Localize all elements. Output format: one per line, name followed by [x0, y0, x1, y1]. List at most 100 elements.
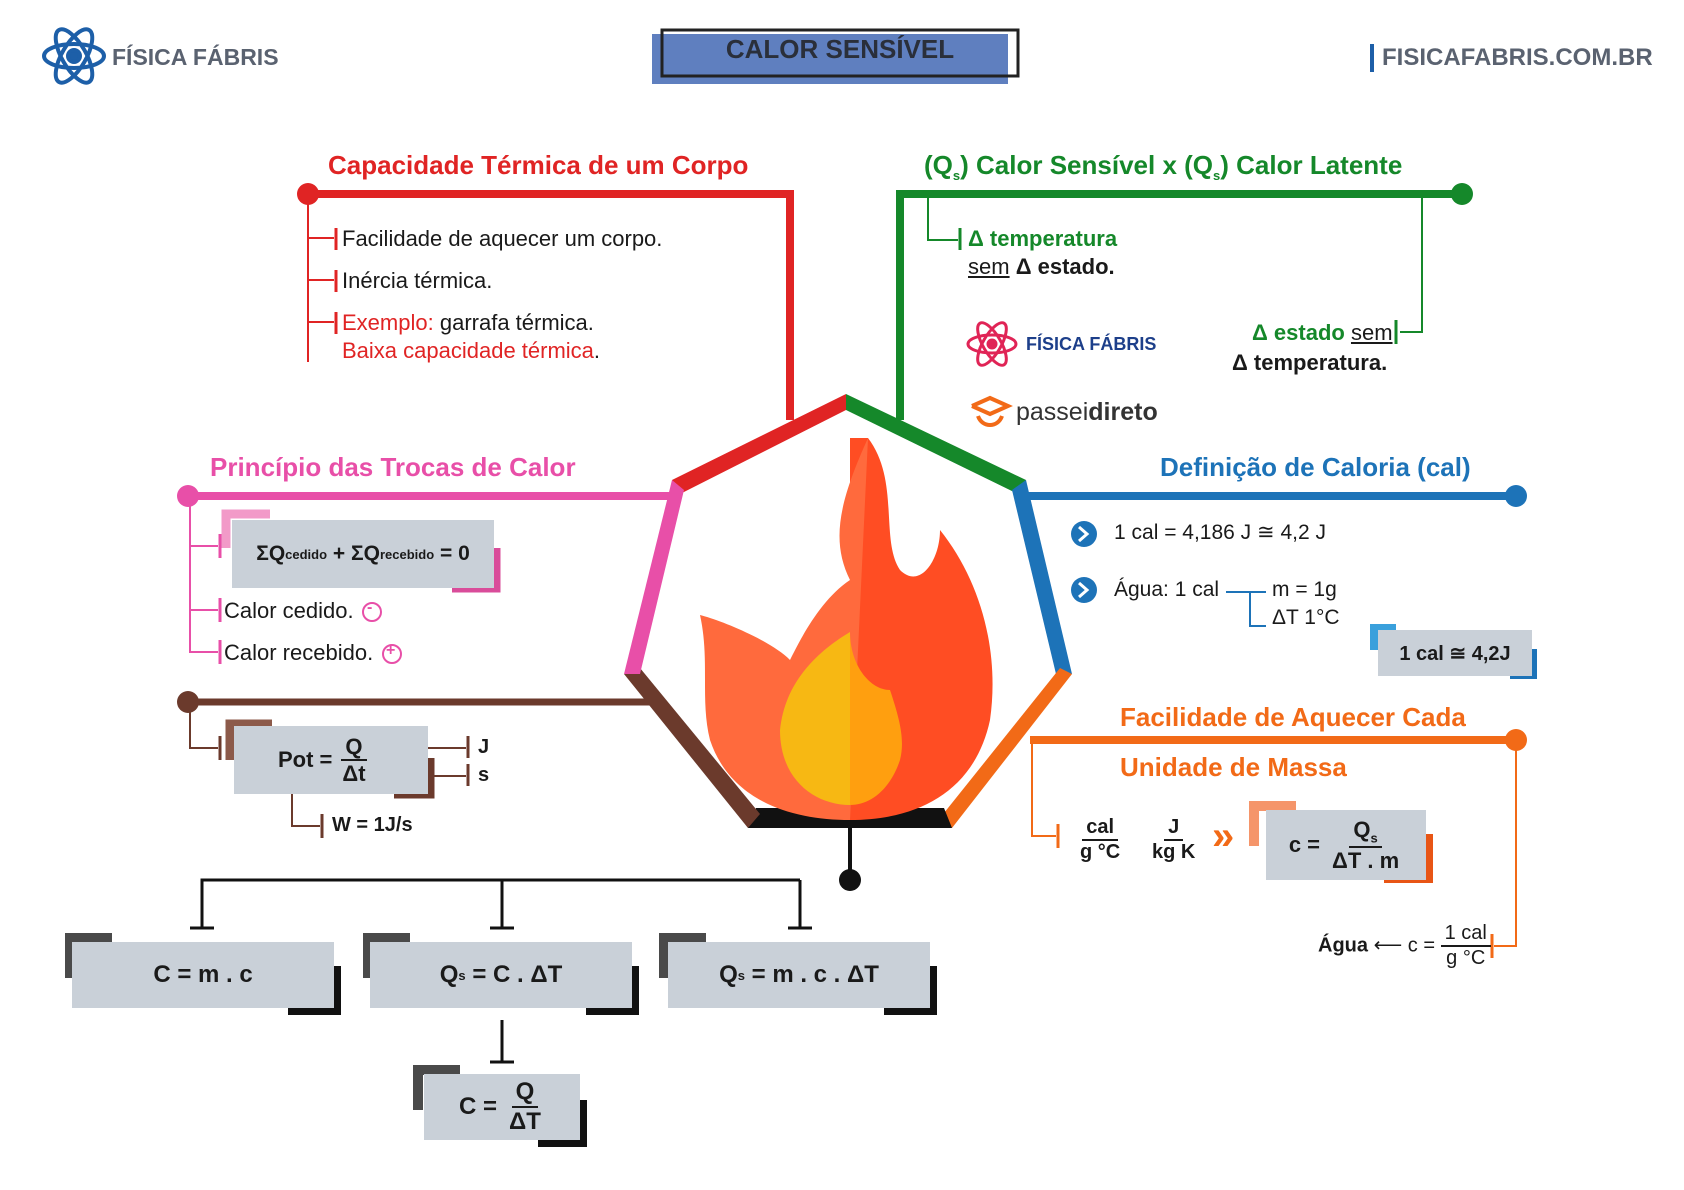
fisica-fabris-logo-text: FÍSICA FÁBRIS: [1026, 334, 1157, 354]
capacidade-title: Capacidade Térmica de um Corpo: [328, 150, 749, 180]
q-sub: s: [952, 168, 961, 184]
f3-sub: s: [737, 967, 745, 983]
trocas-title: Princípio das Trocas de Calor: [210, 452, 576, 482]
pot-fraction: Q Δt: [338, 734, 369, 787]
agua-arrow: ⟵ c =: [1373, 934, 1436, 957]
unit-j-per-kg: J kg K: [1148, 816, 1199, 864]
f2-rest: = C . ΔT: [472, 961, 563, 988]
caloria-box: 1 cal ≅ 4,2J: [1378, 630, 1532, 676]
caloria-title: Definição de Caloria (cal): [1160, 452, 1471, 482]
c-num-q: Q: [1353, 816, 1371, 842]
minus-sign-icon: -: [367, 599, 373, 616]
capacidade-note-end: .: [593, 338, 601, 363]
capacidade-note-text: Baixa capacidade térmica: [342, 338, 594, 363]
delta-estado: Δ estado.: [1015, 254, 1115, 279]
f4-c: C =: [459, 1093, 498, 1120]
q2-sub: s: [1213, 168, 1221, 184]
sensivel-item-a: Δ temperatura: [968, 226, 1118, 251]
trocas-sum-a: ΣQ: [256, 542, 286, 565]
potencia-formula: Pot = Q Δt: [234, 726, 428, 794]
q-open: (Q: [924, 150, 953, 180]
capacidade-item-2: Inércia térmica.: [342, 268, 493, 293]
c-num-sub: s: [1370, 830, 1378, 846]
atom-logo-center: [966, 321, 1018, 367]
unit-cal-den: g °C: [1080, 841, 1121, 863]
flame-icon: [700, 438, 993, 820]
latente-item-a: Δ estado sem: [1252, 320, 1393, 346]
example-text: garrafa térmica.: [439, 310, 594, 335]
passei-word: passei: [1016, 398, 1089, 426]
especifico-formula: c = Qs ΔT . m: [1266, 810, 1426, 880]
q-close: ): [960, 150, 969, 180]
formula-c-ratio: C = Q ΔT: [424, 1074, 580, 1140]
c-eq: c =: [1288, 832, 1321, 857]
agua-den: g °C: [1446, 947, 1486, 969]
caloria-mass: m = 1g: [1272, 578, 1337, 601]
direto-word: direto: [1088, 398, 1158, 426]
especifico-title-2: Unidade de Massa: [1120, 752, 1347, 782]
pot-den: Δt: [342, 761, 366, 786]
q2-close: ): [1220, 150, 1229, 180]
title-mid: Calor Sensível x (Q: [976, 150, 1214, 180]
double-chevron-icon: »: [1212, 814, 1235, 858]
title-end: Calor Latente: [1236, 150, 1403, 180]
sub-cedido: cedido: [285, 546, 328, 562]
f4-num: Q: [511, 1078, 539, 1108]
especifico-title-1: Facilidade de Aquecer Cada: [1120, 702, 1466, 732]
example-label: Exemplo:: [342, 310, 434, 335]
plus-sign-icon: +: [386, 642, 396, 659]
unit-j-den: kg K: [1152, 841, 1196, 863]
f3-q: Q: [719, 961, 738, 988]
brand-name: FÍSICA FÁBRIS: [112, 44, 279, 70]
website-link[interactable]: FISICAFABRIS.COM.BR: [1382, 44, 1653, 71]
caloria-line-1: 1 cal = 4,186 J ≅ 4,2 J: [1114, 521, 1326, 544]
sensivel-item-b: sem Δ estado.: [968, 254, 1115, 280]
capacidade-note: Baixa capacidade térmica.: [342, 338, 600, 364]
f2-sub: s: [458, 967, 466, 983]
f3-rest: = m . c . ΔT: [751, 961, 879, 988]
passei-direto-logo-icon: [971, 395, 1013, 427]
pot-num: Q: [341, 734, 367, 761]
unit-j-num: J: [1164, 816, 1184, 841]
atom-logo-header: [42, 27, 106, 85]
agua-num: 1 cal: [1440, 922, 1491, 947]
latente-item-b: Δ temperatura.: [1232, 350, 1388, 375]
unit-joule: J: [478, 736, 490, 758]
latente-sem: sem: [1350, 320, 1393, 345]
capacidade-example: Exemplo: garrafa térmica.: [342, 310, 594, 336]
sem-word: sem: [968, 254, 1010, 279]
trocas-cedido: Calor cedido.: [224, 598, 354, 623]
f4-den: ΔT: [509, 1108, 541, 1135]
trocas-eq: = 0: [439, 542, 470, 565]
trocas-recebido: Calor recebido.: [224, 640, 374, 665]
f2-q: Q: [439, 961, 459, 988]
unit-cal-fraction: cal g °C: [1076, 816, 1124, 864]
f4-fraction: Q ΔT: [505, 1078, 545, 1135]
unit-second: s: [478, 764, 490, 786]
unit-j-fraction: J kg K: [1148, 816, 1199, 864]
agua-fraction: 1 cal g °C: [1440, 922, 1491, 970]
sub-recebido: recebido: [379, 546, 435, 562]
passei-direto-logo-text: passeidireto: [1016, 398, 1158, 427]
title-bar-frame: [660, 28, 1020, 78]
c-num: Qs: [1349, 816, 1382, 849]
pot-label: Pot =: [278, 747, 333, 772]
formula-capacidade: C = m . c: [72, 942, 334, 1008]
watt-definition: W = 1J/s: [332, 814, 413, 836]
caloria-agua: Água: 1 cal: [1114, 578, 1220, 601]
unit-cal-per-g: cal g °C: [1076, 816, 1124, 864]
c-den: ΔT . m: [1332, 848, 1400, 874]
c-fraction: Qs ΔT . m: [1328, 817, 1403, 874]
agua-specific-heat: Água ⟵ c = 1 cal g °C: [1318, 922, 1491, 970]
latente-estado: Δ estado: [1252, 320, 1345, 345]
trocas-sum-b: + ΣQ: [332, 542, 380, 565]
capacidade-item-1: Facilidade de aquecer um corpo.: [342, 226, 663, 251]
unit-cal-num: cal: [1082, 816, 1119, 841]
sensivel-latente-title: (Qs) Calor Sensível x (Qs) Calor Latente: [924, 150, 1402, 183]
agua-label: Água: [1318, 934, 1368, 957]
caloria-delta-t: ΔT 1°C: [1272, 606, 1340, 629]
